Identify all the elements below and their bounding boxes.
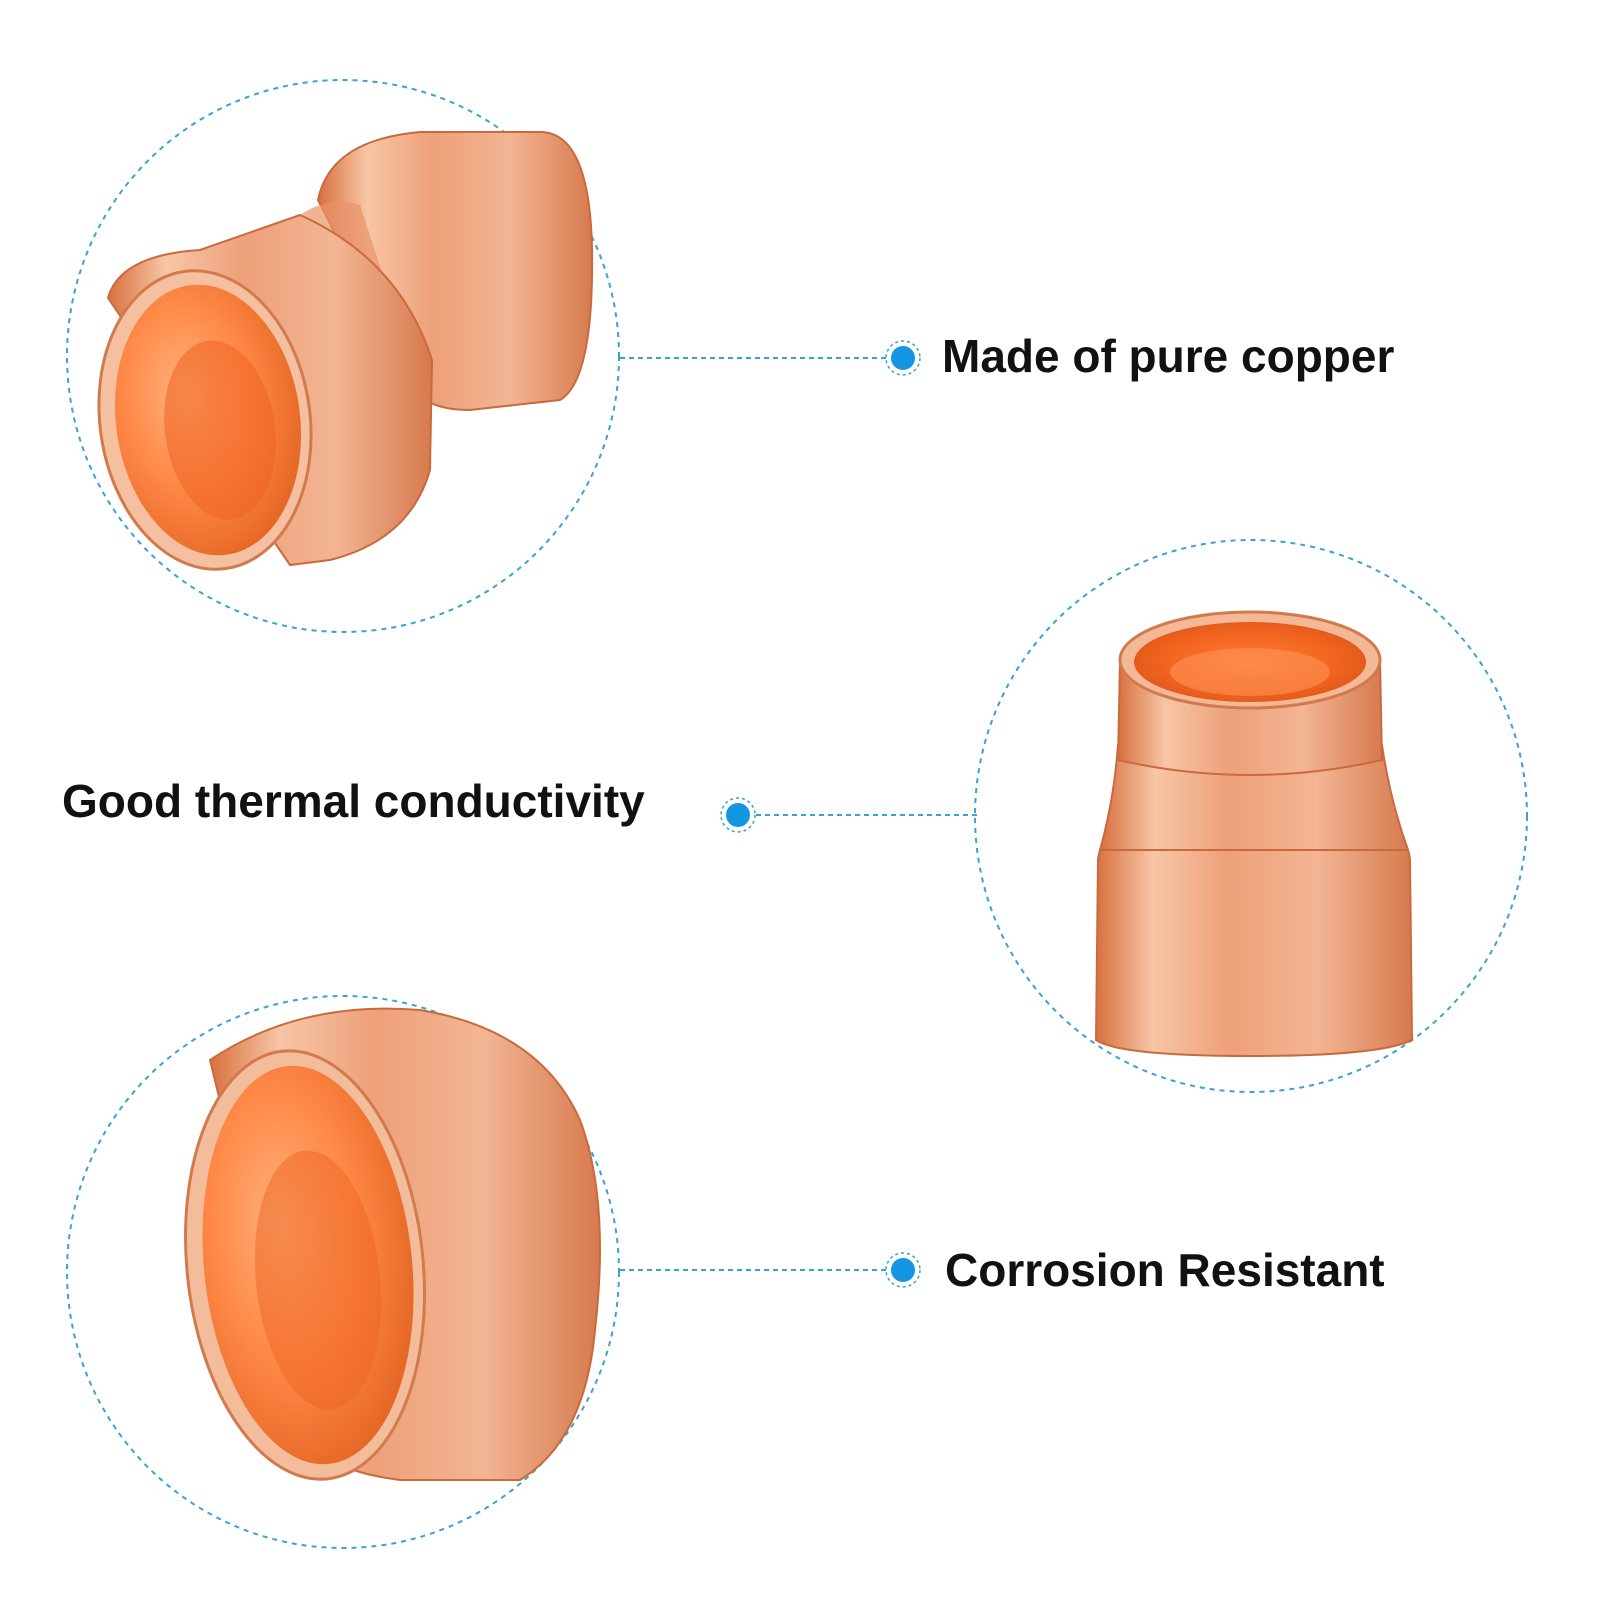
feature-1-dot [891, 346, 915, 370]
feature-label-corrosion-resistant: Corrosion Resistant [945, 1244, 1385, 1296]
feature-2-dot [726, 803, 750, 827]
feature-3-dot-ring [885, 1252, 921, 1288]
feature-3-dot [891, 1258, 915, 1282]
copper-reducer-upright-icon [1094, 610, 1414, 1058]
feature-2-dot-ring [720, 797, 756, 833]
feature-1-dot-ring [885, 340, 921, 376]
copper-cap-fitting-icon [184, 1007, 601, 1481]
feature-3-dashed-circle [66, 995, 620, 1549]
feature-label-pure-copper: Made of pure copper [942, 330, 1395, 382]
feature-label-thermal-conductivity: Good thermal conductivity [62, 775, 645, 827]
feature-2-dashed-circle [974, 539, 1528, 1093]
feature-1-dashed-circle [66, 79, 620, 633]
feature-3-group [66, 995, 921, 1549]
feature-1-group [66, 79, 921, 633]
feature-2-group [720, 539, 1528, 1093]
copper-reducer-fitting-icon [97, 131, 594, 571]
